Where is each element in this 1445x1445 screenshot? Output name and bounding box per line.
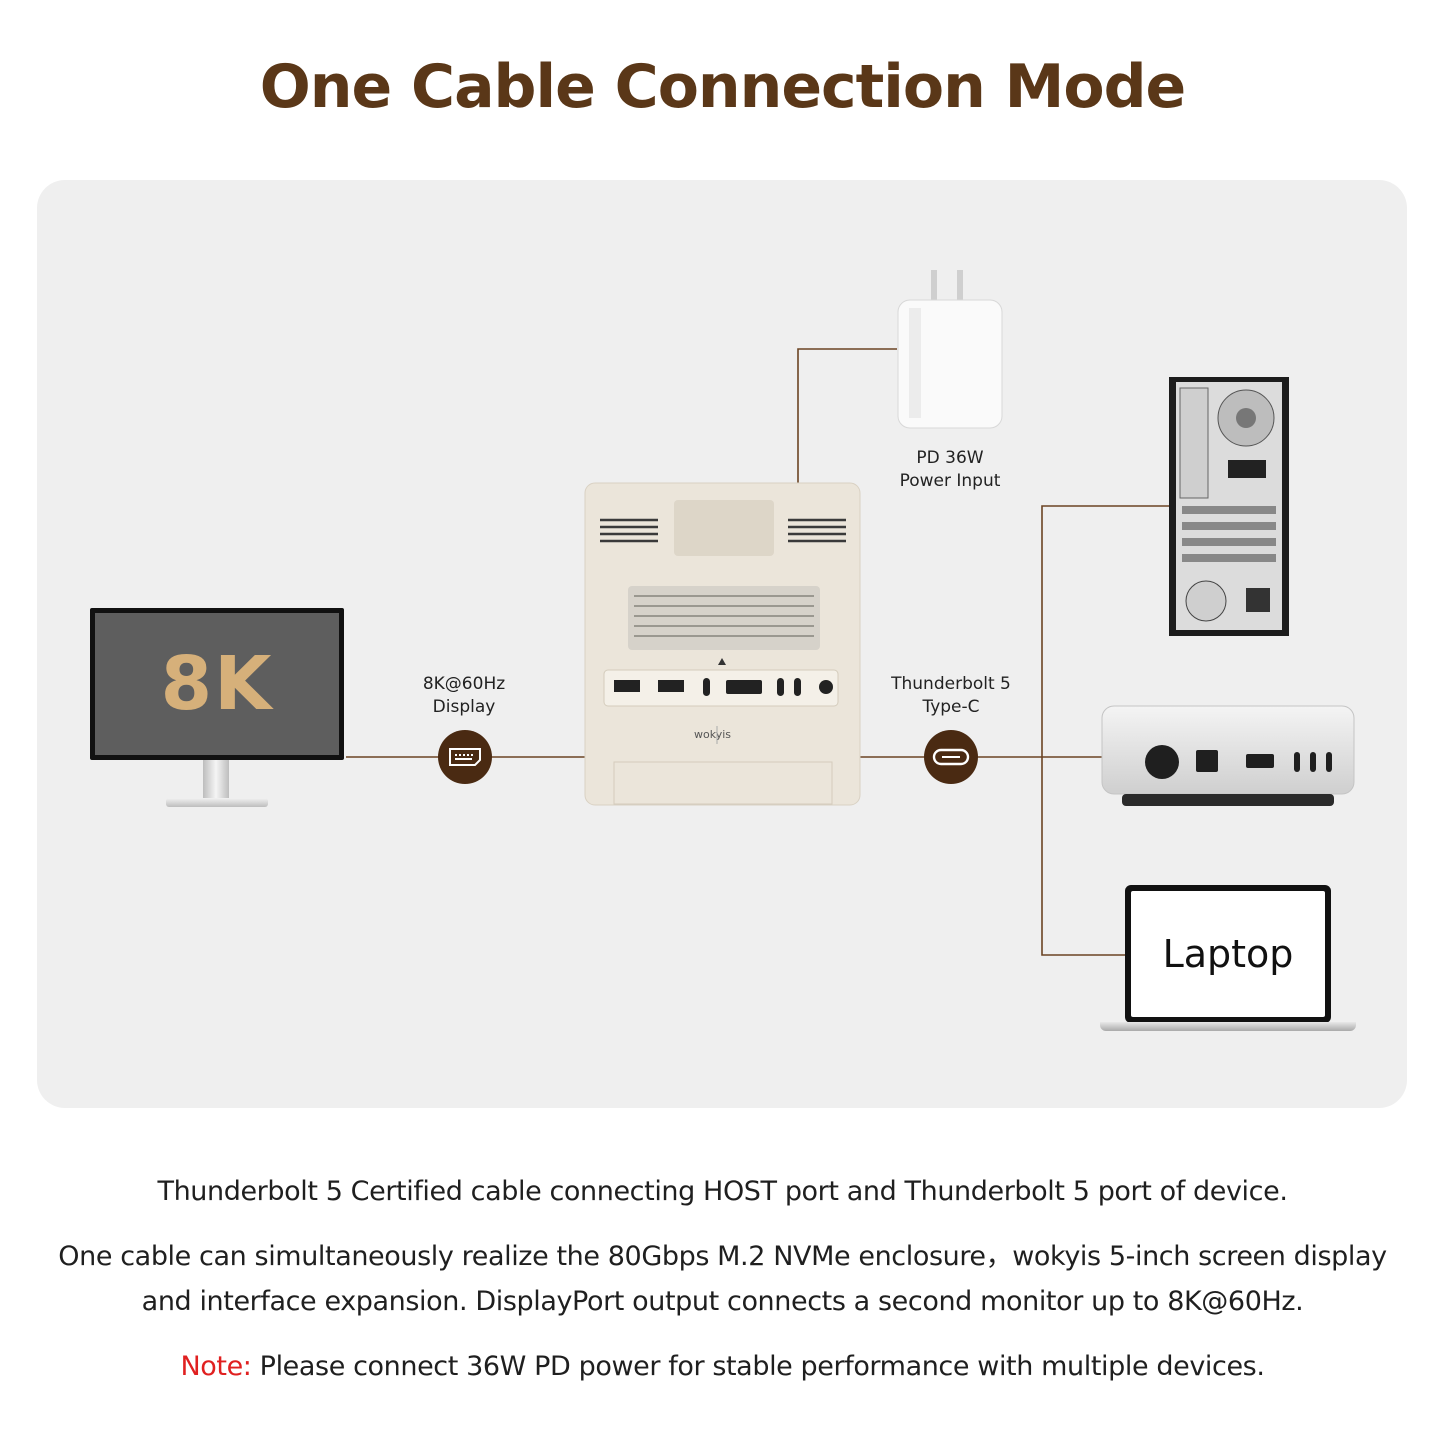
note-text: Please connect 36W PD power for stable p… xyxy=(251,1351,1265,1382)
displayport-label-line2: Display xyxy=(432,697,496,717)
displayport-icon xyxy=(449,748,481,766)
laptop-base xyxy=(1100,1022,1356,1031)
displayport-badge xyxy=(438,730,492,784)
caption-line-3: and interface expansion. DisplayPort out… xyxy=(141,1286,1304,1317)
monitor-screen-text: 8K xyxy=(160,641,274,727)
caption-note: Note: Please connect 36W PD power for st… xyxy=(0,1344,1445,1389)
monitor-8k: 8K xyxy=(90,608,346,808)
laptop: Laptop xyxy=(1100,885,1356,1035)
displayport-label-line1: 8K@60Hz xyxy=(422,674,506,694)
usb-c-badge xyxy=(924,730,978,784)
wokyis-dock: wokyis xyxy=(584,482,861,806)
usb-c-icon xyxy=(932,748,970,766)
caption-line-2: One cable can simultaneously realize the… xyxy=(58,1241,1387,1272)
page-title: One Cable Connection Mode xyxy=(259,52,1187,122)
monitor-bezel: 8K xyxy=(90,608,344,760)
power-label-line2: Power Input xyxy=(899,471,1001,491)
mac-mini-icon xyxy=(1101,705,1355,806)
monitor-stand-neck xyxy=(203,760,229,800)
monitor-stand-foot xyxy=(166,798,268,807)
laptop-lid: Laptop xyxy=(1125,885,1331,1023)
monitor-screen: 8K xyxy=(95,613,339,755)
power-adapter-icon xyxy=(897,270,1003,429)
thunderbolt-label-line1: Thunderbolt 5 xyxy=(891,674,1011,694)
svg-text:wokyis: wokyis xyxy=(694,728,731,741)
note-prefix: Note: xyxy=(180,1351,252,1382)
thunderbolt-label: Thunderbolt 5 Type-C xyxy=(876,673,1026,719)
laptop-screen: Laptop xyxy=(1131,891,1325,1017)
displayport-label: 8K@60Hz Display xyxy=(404,673,524,719)
power-label-line1: PD 36W xyxy=(916,448,984,468)
caption-line-1: Thunderbolt 5 Certified cable connecting… xyxy=(157,1176,1288,1207)
power-label: PD 36W Power Input xyxy=(880,447,1020,493)
pc-tower-icon xyxy=(1169,377,1289,636)
host-branch-cable xyxy=(1041,505,1170,956)
thunderbolt-label-line2: Type-C xyxy=(922,697,980,717)
laptop-screen-text: Laptop xyxy=(1162,932,1294,976)
